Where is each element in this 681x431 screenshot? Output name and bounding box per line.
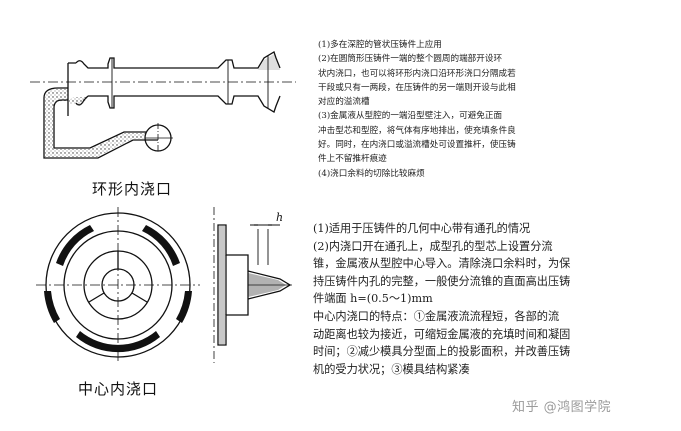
note-line: 中心内浇口的特点：①金属液流流程短，各部的流 [313, 309, 560, 323]
watermark: 知乎 @鸿图学院 [512, 400, 612, 415]
note-line: 时间；②减少模具分型面上的投影面积，并改善压铸 [313, 345, 571, 359]
note-line: 好。同时，在内浇口或溢流槽处可设置推杆，使压铸 [318, 140, 516, 151]
dimension-h-label: h [276, 211, 283, 224]
center-gate-notes: (1)适用于压铸件的几何中心带有通孔的情况 (2)内浇口开在通孔上，成型孔的型芯… [313, 220, 665, 378]
note-line: (3)金属液从型腔的一端沿型壁注入，可避免正面 [318, 111, 503, 122]
note-line: 对应的溢流槽 [318, 97, 370, 108]
note-line: 件端面 h=(0.5～1)mm [313, 292, 433, 306]
ring-gate-notes: (1)多在深腔的管状压铸件上应用 (2)在圆筒形压铸件一端的整个圆周的端部开设环… [318, 38, 663, 181]
note-line: 件上不留推杆痕迹 [318, 154, 387, 165]
note-line: (1)多在深腔的管状压铸件上应用 [318, 40, 442, 50]
note-line: 动距离也较为接近，可缩短金属液的充填时间和凝固 [313, 327, 571, 341]
note-line: 锥，金属液从型腔中心导入。清除浇口余料时，为保 [313, 257, 571, 271]
note-line: (1)适用于压铸件的几何中心带有通孔的情况 [313, 222, 531, 235]
note-line: (4)浇口余料的切除比较麻烦 [318, 168, 425, 179]
note-line: 干段或只有一两段，在压铸件的另一端则开设与此相 [318, 82, 516, 93]
center-gate-drawing: h [36, 207, 292, 363]
note-line: 持压铸件内孔的完整，一般使分流锥的直面高出压铸 [313, 274, 571, 288]
note-line: 状内浇口，也可以将环形内浇口沿环形浇口分隔成若 [318, 68, 516, 79]
note-line: 机的受力状况；③模具结构紧凑 [313, 362, 470, 376]
note-line: 冲击型芯和型腔，将气体有序地排出，使充填条件良 [318, 125, 516, 136]
note-line: (2)在圆筒形压铸件一端的整个圆周的端部开设环 [318, 54, 503, 65]
ring-gate-caption: 环形内浇口 [92, 180, 173, 198]
note-line: (2)内浇口开在通孔上，成型孔的型芯上设置分流 [313, 239, 553, 253]
ring-gate-drawing [30, 51, 296, 159]
center-gate-caption: 中心内浇口 [78, 380, 159, 398]
